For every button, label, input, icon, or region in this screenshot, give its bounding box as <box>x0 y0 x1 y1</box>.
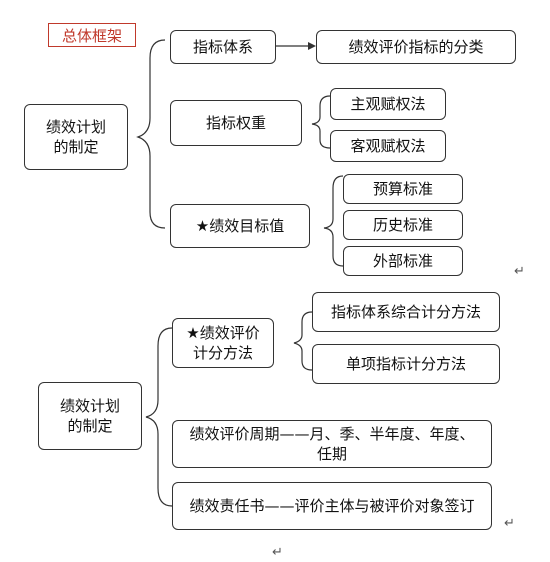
comprehensive-scoring-node: 指标体系综合计分方法 <box>312 292 500 332</box>
subjective-weighting-node: 主观赋权法 <box>330 88 446 120</box>
single-indicator-scoring-node: 单项指标计分方法 <box>312 344 500 384</box>
history-standard-node: 历史标准 <box>343 210 463 240</box>
diagram-title: 总体框架 <box>48 23 136 47</box>
plan-root-node-1: 绩效计划 的制定 <box>24 104 128 170</box>
return-mark: ↵ <box>272 545 283 560</box>
objective-weighting-node: 客观赋权法 <box>330 130 446 162</box>
target-value-node: ★绩效目标值 <box>170 204 310 248</box>
return-mark: ↵ <box>504 516 515 531</box>
plan-root-node-2: 绩效计划 的制定 <box>38 382 142 450</box>
indicator-weight-node: 指标权重 <box>170 100 302 146</box>
external-standard-node: 外部标准 <box>343 246 463 276</box>
budget-standard-node: 预算标准 <box>343 174 463 204</box>
responsibility-letter-node: 绩效责任书——评价主体与被评价对象签订 <box>172 482 492 530</box>
indicator-system-node: 指标体系 <box>170 30 276 64</box>
return-mark: ↵ <box>514 264 525 279</box>
scoring-method-node: ★绩效评价 计分方法 <box>172 318 274 368</box>
evaluation-period-node: 绩效评价周期——月、季、半年度、年度、任期 <box>172 420 492 468</box>
indicator-classification-node: 绩效评价指标的分类 <box>316 30 516 64</box>
